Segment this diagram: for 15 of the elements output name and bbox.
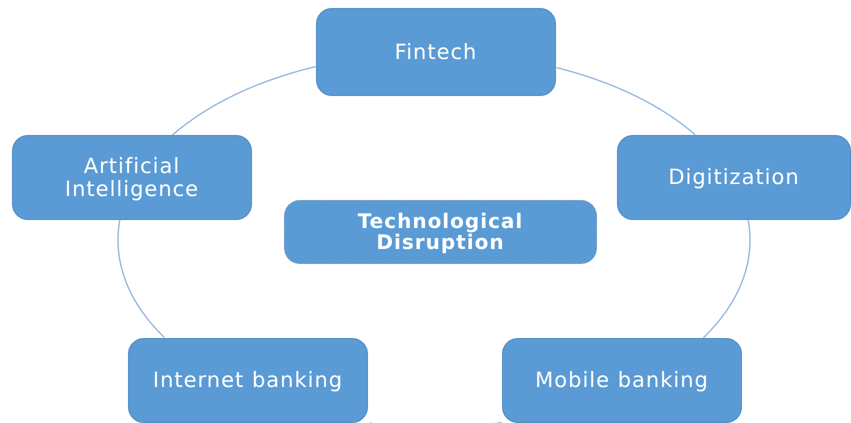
box-label: Mobile banking: [535, 369, 709, 392]
topic-box: [617, 135, 851, 220]
box-label: Technological Disruption: [356, 211, 524, 253]
topic-box: [12, 135, 252, 220]
box-label: Internet banking: [152, 369, 344, 392]
connector-arc: [702, 220, 751, 338]
box-label: Artificial Intelligence: [64, 155, 200, 200]
connector-arc: [117, 220, 165, 338]
topic-box: [502, 338, 742, 423]
box-label: Fintech: [394, 40, 478, 64]
box-label: Digitization: [668, 166, 800, 189]
topic-box: [316, 8, 556, 96]
connector-arc: [556, 67, 696, 136]
topic-box: [128, 338, 368, 423]
center-box: [284, 200, 597, 264]
